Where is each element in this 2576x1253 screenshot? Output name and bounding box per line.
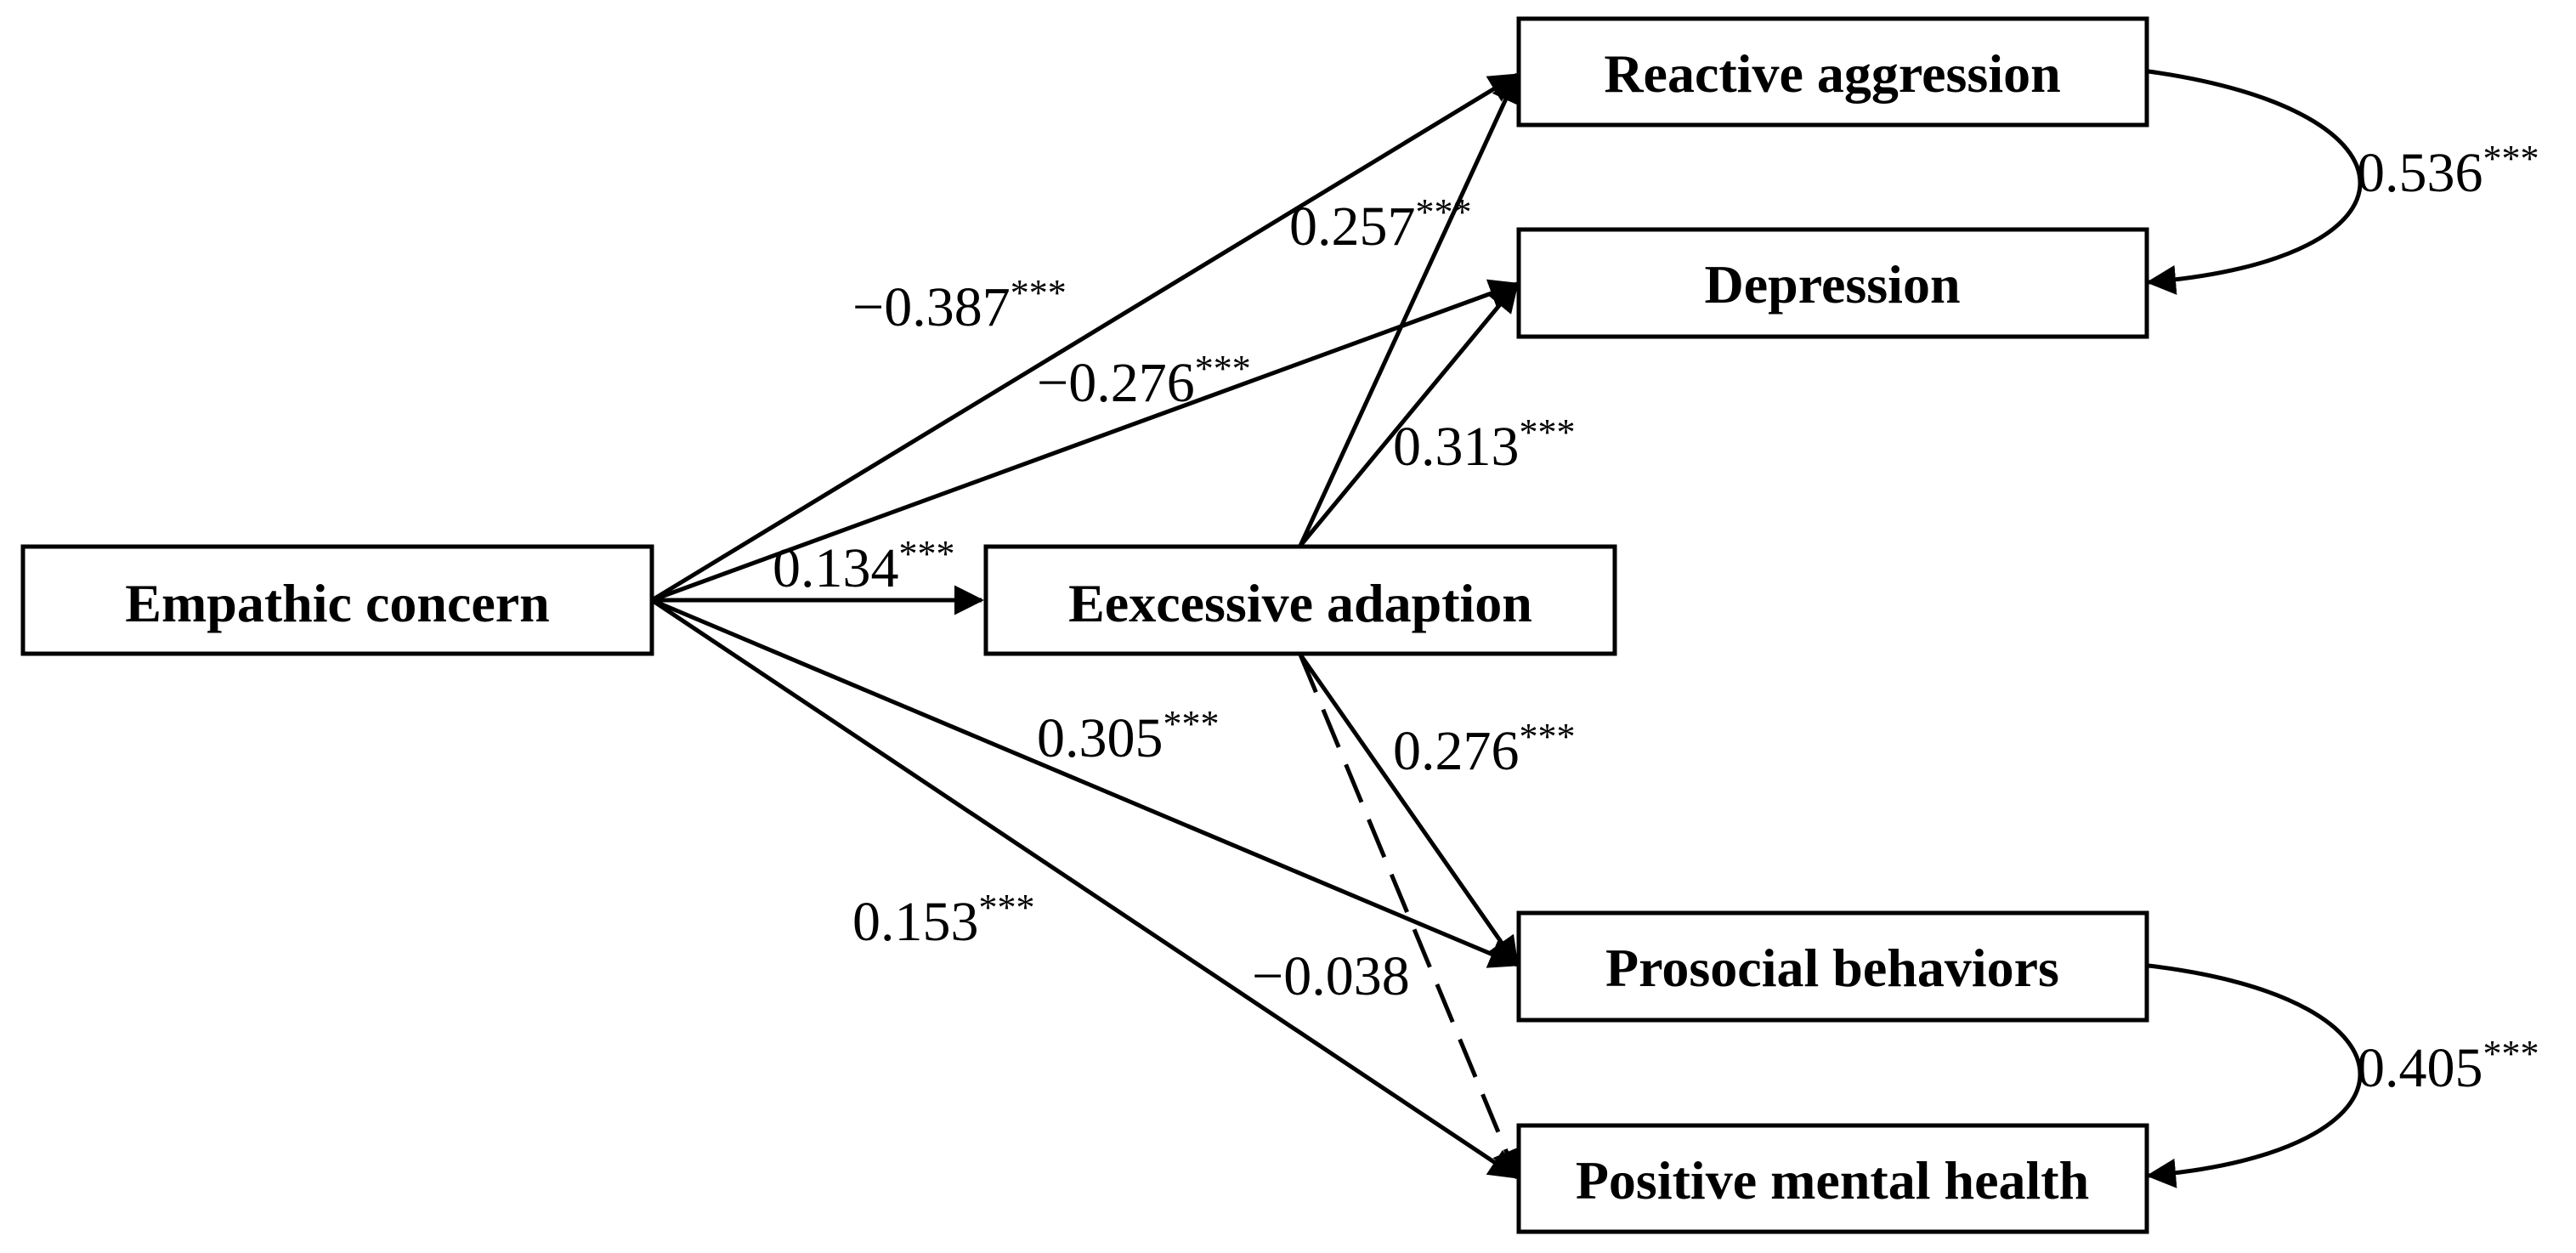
node-label: Depression (1704, 254, 1960, 315)
coef-value: −0.387 (852, 276, 1011, 338)
coef-sig: *** (1163, 703, 1220, 745)
coef-value: 0.134 (773, 537, 899, 599)
path-ea-to-pmh (1298, 654, 1520, 1180)
path-ec-to-ra (650, 72, 1520, 603)
covariance-ra-dep (2119, 53, 2363, 295)
coef-ec-to-ra: −0.387*** (852, 272, 1067, 338)
coef-value: 0.405 (2357, 1037, 2483, 1099)
coef-ea-to-pmh: −0.038 (1252, 945, 1410, 1007)
coef-sig: *** (2483, 1033, 2539, 1074)
node-label: Empathic concern (125, 573, 550, 633)
coef-pb-pmh-cov: 0.405*** (2357, 1033, 2539, 1099)
coef-value: 0.305 (1037, 707, 1163, 769)
node-label: Reactive aggression (1604, 43, 2060, 104)
path-ec-to-pmh (650, 598, 1520, 1180)
path-ec-to-dep (651, 279, 1520, 603)
node-depression: Depression (1516, 227, 2149, 339)
coef-sig: *** (979, 887, 1035, 928)
coef-value: −0.038 (1252, 945, 1410, 1007)
coef-value: 0.153 (852, 891, 979, 953)
coef-ec-to-dep: −0.276*** (1037, 348, 1251, 414)
coef-value: 0.276 (1393, 720, 1520, 782)
node-positive-mental-health: Positive mental health (1516, 1123, 2149, 1234)
coef-ec-to-pb: 0.305*** (1037, 703, 1220, 769)
path-ec-to-pb (651, 598, 1520, 968)
path-ea-to-pb (1298, 653, 1520, 967)
coef-sig: *** (1520, 411, 1576, 453)
coef-ec-to-ea: 0.134*** (773, 533, 955, 599)
covariance-pb-pmh (2120, 947, 2363, 1188)
coef-sig: *** (1416, 191, 1472, 233)
path-ea-to-dep (1299, 281, 1519, 547)
coef-sig: *** (2483, 138, 2539, 179)
coef-ea-to-ra: 0.257*** (1289, 191, 1472, 258)
coef-value: 0.313 (1393, 416, 1520, 478)
node-reactive-aggression: Reactive aggression (1516, 16, 2149, 128)
coef-value: −0.276 (1037, 352, 1195, 414)
path-ea-to-ra (1298, 72, 1520, 547)
coef-sig: *** (1195, 348, 1251, 389)
node-empathic-concern: Empathic concern (20, 544, 654, 656)
coefficient-labels: −0.387*** −0.276*** 0.134*** 0.305*** 0.… (773, 138, 2539, 1099)
node-prosocial-behaviors: Prosocial behaviors (1516, 910, 2149, 1023)
coef-value: 0.257 (1289, 196, 1416, 258)
coef-ra-dep-cov: 0.536*** (2357, 138, 2539, 204)
node-label: Positive mental health (1576, 1150, 2089, 1210)
coef-sig: *** (899, 533, 955, 575)
node-label: Eexcessive adaption (1068, 573, 1532, 633)
coef-value: 0.536 (2357, 142, 2483, 204)
coef-ea-to-dep: 0.313*** (1393, 411, 1576, 478)
node-excessive-adaption: Eexcessive adaption (983, 544, 1617, 656)
coef-ea-to-pb: 0.276*** (1393, 716, 1576, 782)
coef-ec-to-pmh: 0.153*** (852, 887, 1035, 953)
node-label: Prosocial behaviors (1605, 938, 2059, 998)
path-lines (650, 53, 2363, 1188)
coef-sig: *** (1011, 272, 1067, 314)
coef-sig: *** (1520, 716, 1576, 757)
